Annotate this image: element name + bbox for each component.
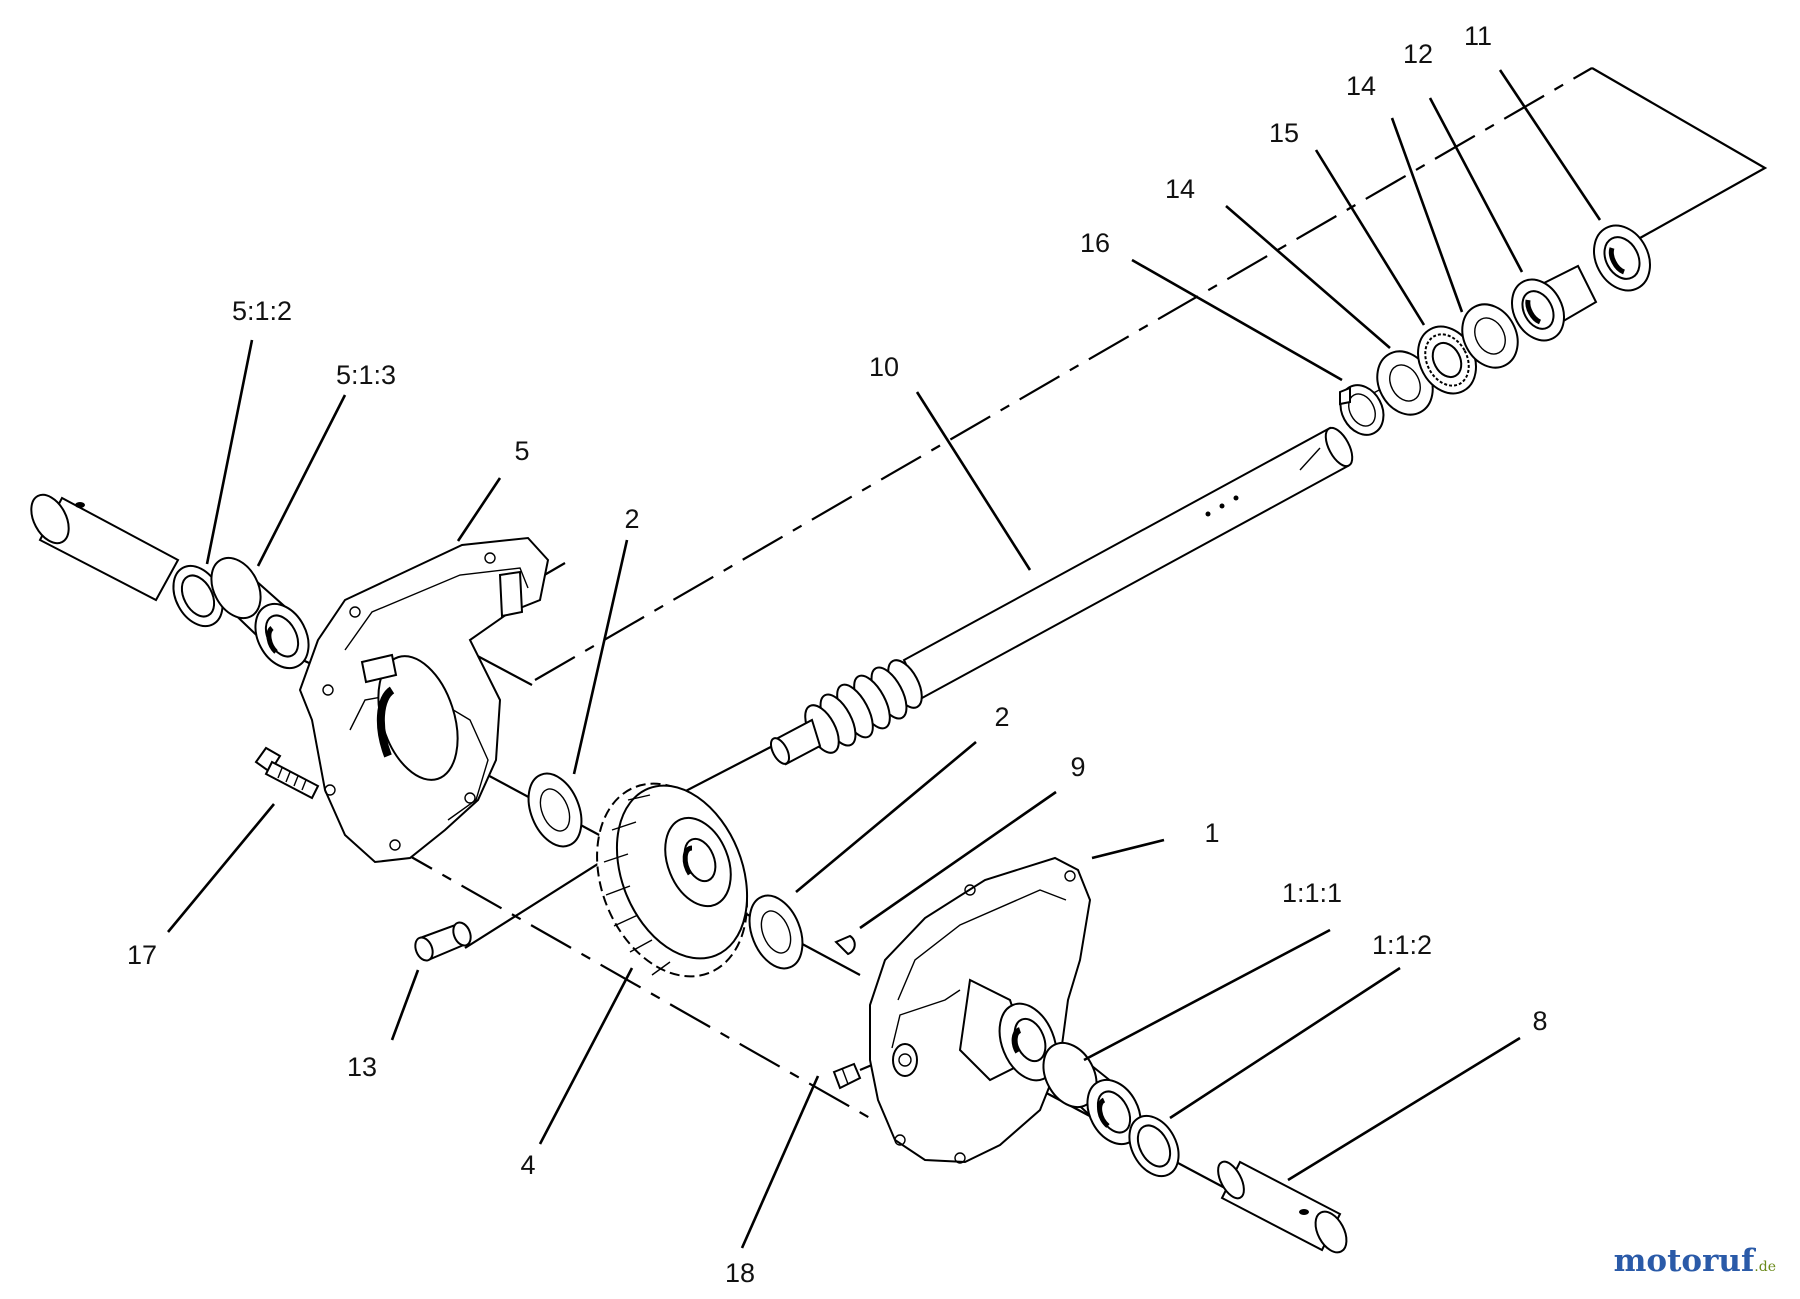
callout-14-upper: 14 — [1346, 71, 1376, 101]
setscrew-18 — [832, 1062, 862, 1090]
callout-15: 15 — [1269, 118, 1299, 148]
left-shaft-pin — [30, 493, 180, 602]
callout-10: 10 — [869, 352, 899, 382]
callout-labels: 11 12 14 15 14 16 10 5:1:2 5:1:3 5 2 2 9… — [127, 21, 1548, 1288]
callout-1: 1 — [1204, 818, 1219, 848]
worm-shaft — [769, 426, 1354, 766]
callout-1-1-2: 1:1:2 — [1372, 930, 1432, 960]
callout-17: 17 — [127, 940, 157, 970]
callout-5-1-3: 5:1:3 — [336, 360, 396, 390]
callout-18: 18 — [725, 1258, 755, 1288]
woodruff-key-9 — [834, 934, 856, 956]
thrust-bearing-15 — [1417, 325, 1477, 395]
callout-12: 12 — [1403, 39, 1433, 69]
flange-bearing-11 — [1593, 224, 1651, 292]
worm-gear-4 — [596, 782, 749, 978]
washer-2-left — [527, 772, 583, 848]
callout-2-left: 2 — [624, 504, 639, 534]
callout-14-lower: 14 — [1165, 174, 1195, 204]
leader-lines — [166, 69, 1602, 1249]
bearing-5-1-3 — [210, 556, 310, 670]
snap-ring-16 — [1339, 384, 1385, 436]
output-pin-8 — [1217, 1160, 1348, 1254]
callout-5: 5 — [514, 436, 529, 466]
washer-2-right — [748, 894, 804, 970]
bolt-17 — [254, 746, 320, 800]
bushing-12 — [1511, 264, 1598, 342]
watermark-suffix: .de — [1754, 1259, 1776, 1275]
thrust-washer-14b — [1461, 303, 1519, 369]
callout-9: 9 — [1070, 752, 1085, 782]
callout-1-1-1: 1:1:1 — [1282, 878, 1342, 908]
seal-1-1-2 — [1128, 1114, 1180, 1178]
callout-2-right: 2 — [994, 702, 1009, 732]
watermark-logo: motoruf.de — [1614, 1243, 1776, 1279]
seal-5-1-2 — [172, 564, 224, 628]
sleeve-13 — [414, 921, 472, 962]
callout-5-1-2: 5:1:2 — [232, 296, 292, 326]
callout-13: 13 — [347, 1052, 377, 1082]
bearing-1-1-1 — [1042, 1041, 1142, 1146]
gear-housing-right-1 — [869, 856, 1092, 1164]
gear-housing-left-5 — [298, 536, 550, 864]
callout-4: 4 — [520, 1150, 535, 1180]
watermark-text: motoruf — [1613, 1243, 1755, 1279]
callout-8: 8 — [1532, 1006, 1547, 1036]
callout-11: 11 — [1464, 21, 1492, 51]
callout-16: 16 — [1080, 228, 1110, 258]
